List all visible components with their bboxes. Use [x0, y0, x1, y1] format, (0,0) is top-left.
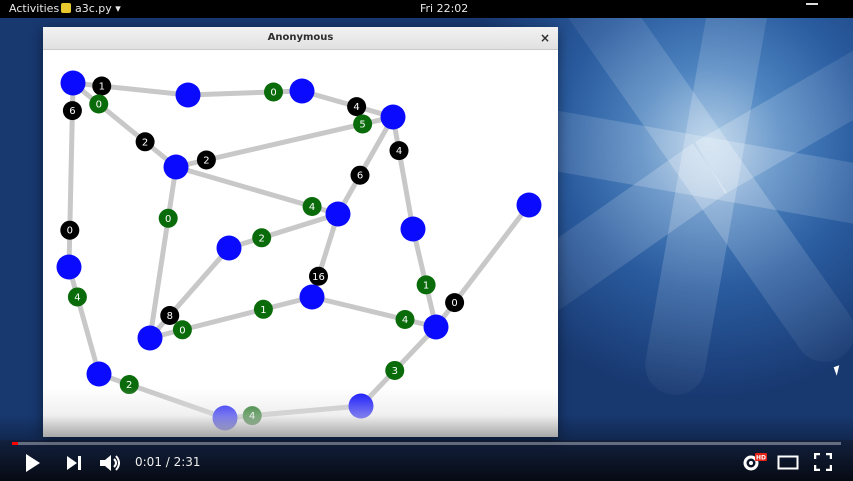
graph-node[interactable]	[423, 314, 449, 340]
graph-edge	[335, 115, 396, 216]
graph-edge	[187, 88, 303, 98]
edge-weight-text: 0	[96, 100, 102, 111]
graph-edge	[228, 211, 339, 251]
edge-weight-label: 6	[350, 165, 370, 185]
edge-weight-text: 4	[353, 102, 359, 113]
edge-weight-label: 4	[389, 141, 409, 161]
edge-weight-text: 0	[165, 214, 171, 225]
top-bar: Activities a3c.py ▾ Fri 22:02	[0, 0, 853, 18]
graph-node[interactable]	[400, 216, 426, 242]
graph-node[interactable]	[299, 284, 325, 310]
graph-node[interactable]	[137, 325, 163, 351]
app-window: Anonymous × 10260045264402168014104243	[43, 27, 558, 437]
graph-node[interactable]	[380, 104, 406, 130]
volume-icon[interactable]	[99, 454, 121, 472]
edge-weight-text: 2	[259, 233, 265, 244]
settings-gear-icon[interactable]: HD	[742, 452, 768, 472]
graph-svg: 10260045264402168014104243	[56, 70, 542, 431]
progress-fill	[12, 442, 18, 445]
edge-weight-label: 3	[385, 360, 405, 380]
clock[interactable]: Fri 22:02	[420, 2, 469, 15]
graph-edge	[147, 166, 179, 339]
edge-weight-label: 4	[347, 97, 367, 117]
edge-weight-text: 2	[126, 380, 132, 391]
graph-node[interactable]	[175, 82, 201, 108]
graph-node[interactable]	[86, 361, 112, 387]
next-icon[interactable]	[66, 456, 82, 470]
app-menu[interactable]: a3c.py ▾	[61, 2, 121, 15]
theater-mode-icon[interactable]	[777, 455, 799, 470]
edge-weight-text: 0	[67, 226, 73, 237]
edge-weight-text: 5	[359, 120, 365, 131]
edge-weight-text: 4	[74, 292, 80, 303]
window-titlebar[interactable]: Anonymous ×	[43, 27, 558, 50]
edge-weight-text: 2	[142, 137, 148, 148]
edge-weight-text: 4	[396, 146, 402, 157]
edge-weight-text: 1	[99, 82, 105, 93]
graph-edge	[66, 266, 102, 375]
graph-edge	[390, 116, 416, 230]
hd-badge: HD	[756, 455, 766, 462]
edge-weight-label: 0	[445, 293, 465, 313]
graph-node[interactable]	[60, 70, 86, 96]
edge-weight-label: 2	[119, 375, 139, 395]
edge-weight-text: 4	[309, 202, 315, 213]
edge-weight-text: 2	[203, 156, 209, 167]
edge-weight-label: 2	[135, 132, 155, 152]
graph-node[interactable]	[516, 192, 542, 218]
edge-weight-label: 2	[252, 228, 272, 248]
edge-weight-text: 0	[179, 325, 185, 336]
edge-weight-label: 4	[302, 196, 322, 216]
edge-weight-label: 4	[67, 287, 87, 307]
graph-node[interactable]	[325, 201, 351, 227]
window-menu-icon[interactable]	[806, 3, 818, 15]
window-title: Anonymous	[267, 32, 334, 43]
edge-weight-label: 0	[158, 208, 178, 228]
app-name: a3c.py	[75, 2, 112, 15]
edge-weight-label: 8	[160, 306, 180, 325]
graph-node[interactable]	[216, 235, 242, 261]
edge-weight-label: 0	[172, 320, 192, 340]
graph-edge	[98, 371, 226, 421]
edge-weight-label: 0	[264, 82, 283, 102]
edge-weight-text: 6	[357, 171, 363, 182]
graph-edge	[311, 294, 437, 330]
edge-weight-text: 16	[312, 272, 325, 283]
graph-edge	[148, 246, 231, 340]
edge-weight-label: 6	[62, 101, 82, 121]
edge-weight-label: 5	[353, 114, 373, 134]
edge-weight-label: 16	[309, 266, 328, 286]
edge-weight-label: 0	[89, 94, 109, 114]
graph-node[interactable]	[289, 78, 315, 104]
edge-weight-text: 3	[392, 366, 398, 377]
edge-weight-text: 1	[423, 280, 429, 291]
edge-weight-text: 1	[260, 305, 266, 316]
time-display: 0:01 / 2:31	[135, 455, 201, 469]
edge-weight-label: 1	[416, 275, 436, 295]
graph-node[interactable]	[56, 254, 82, 280]
edge-weight-text: 0	[451, 298, 457, 309]
graph-canvas[interactable]: 10260045264402168014104243	[43, 50, 558, 437]
edge-weight-label: 1	[253, 299, 273, 319]
python-icon	[61, 3, 71, 13]
edge-weight-label: 1	[92, 76, 112, 96]
play-icon[interactable]	[25, 454, 41, 472]
edge-weight-text: 6	[69, 106, 75, 117]
progress-bar[interactable]	[12, 442, 841, 445]
activities-button[interactable]: Activities	[9, 2, 60, 15]
edge-weight-text: 4	[402, 315, 408, 326]
edge-weight-text: 0	[270, 88, 276, 99]
graph-edge	[71, 81, 178, 169]
edge-weight-label: 0	[60, 220, 80, 240]
graph-node[interactable]	[163, 154, 189, 180]
edge-weight-label: 4	[395, 310, 415, 329]
close-button[interactable]: ×	[539, 31, 550, 45]
graph-edge	[72, 80, 189, 98]
edge-weight-label: 2	[196, 150, 216, 170]
fullscreen-icon[interactable]	[814, 453, 832, 471]
edge-weight-text: 8	[167, 311, 173, 322]
player-controls-bg	[0, 415, 853, 481]
